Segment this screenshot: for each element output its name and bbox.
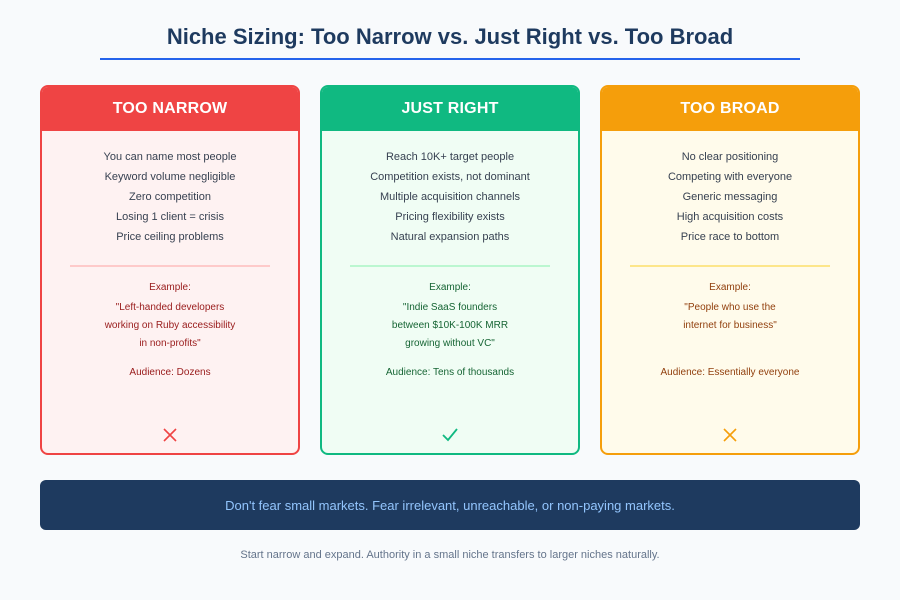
example-text: in non-profits" (139, 338, 201, 349)
trait-item: No clear positioning (681, 151, 779, 163)
trait-item: Natural expansion paths (390, 231, 510, 243)
card-body: No clear positioning Competing with ever… (602, 131, 858, 335)
x-icon (602, 425, 858, 445)
divider (350, 265, 550, 267)
card-too-narrow: TOO NARROW You can name most people Keyw… (40, 85, 300, 455)
trait-item: Competition exists, not dominant (370, 171, 530, 183)
page-title: Niche Sizing: Too Narrow vs. Just Right … (166, 24, 734, 49)
card-heading: TOO BROAD (602, 87, 858, 131)
example-label: Example: (149, 282, 191, 293)
trait-item: Losing 1 client = crisis (116, 211, 224, 223)
example-text: "People who use the (684, 302, 776, 313)
audience-size: Audience: Essentially everyone (660, 367, 800, 378)
checkmark-icon (322, 425, 578, 445)
trait-item: High acquisition costs (676, 211, 784, 223)
trait-item: Reach 10K+ target people (385, 151, 515, 163)
card-heading: JUST RIGHT (322, 87, 578, 131)
banner-text: Don't fear small markets. Fear irrelevan… (225, 497, 675, 513)
divider (630, 265, 830, 267)
audience-size: Audience: Dozens (129, 367, 211, 378)
trait-item: Pricing flexibility exists (395, 211, 505, 223)
trait-item: Price race to bottom (680, 231, 780, 243)
audience-size: Audience: Tens of thousands (385, 367, 515, 378)
example-text: "Left-handed developers (115, 302, 225, 313)
trait-item: Zero competition (129, 191, 211, 203)
trait-item: Generic messaging (682, 191, 778, 203)
trait-item: Keyword volume negligible (104, 171, 236, 183)
trait-item: Multiple acquisition channels (379, 191, 521, 203)
card-heading: TOO NARROW (42, 87, 298, 131)
example-text: internet for business" (683, 320, 777, 331)
trait-item: You can name most people (103, 151, 237, 163)
example-text: "Indie SaaS founders (402, 302, 498, 313)
key-takeaway-banner: Don't fear small markets. Fear irrelevan… (40, 480, 860, 530)
footer-note: Start narrow and expand. Authority in a … (240, 549, 660, 561)
example-text: working on Ruby accessibility (104, 320, 236, 331)
trait-item: Price ceiling problems (116, 231, 224, 243)
card-too-broad: TOO BROAD No clear positioning Competing… (600, 85, 860, 455)
example-label: Example: (709, 282, 751, 293)
card-body: Reach 10K+ target people Competition exi… (322, 131, 578, 353)
x-icon (42, 425, 298, 445)
card-body: You can name most people Keyword volume … (42, 131, 298, 353)
example-text: between $10K-100K MRR (391, 320, 509, 331)
trait-item: Competing with everyone (667, 171, 793, 183)
example-label: Example: (429, 282, 471, 293)
card-just-right: JUST RIGHT Reach 10K+ target people Comp… (320, 85, 580, 455)
divider (70, 265, 270, 267)
example-text: growing without VC" (405, 338, 495, 349)
title-underline (100, 58, 800, 60)
